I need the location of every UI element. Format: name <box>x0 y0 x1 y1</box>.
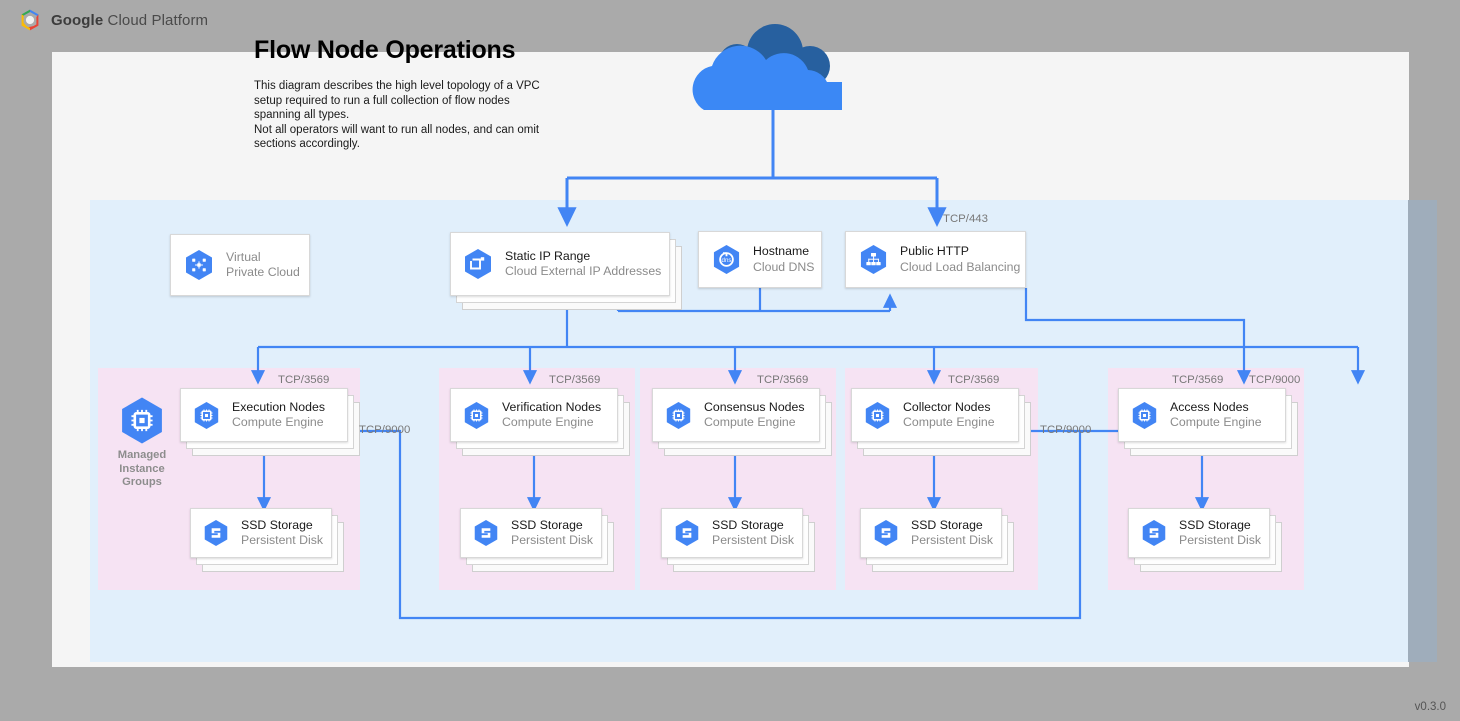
card-consensus-storage[interactable]: SSD Storage Persistent Disk <box>661 508 815 572</box>
cloud-external-ip-icon <box>465 249 491 279</box>
card-access-storage[interactable]: SSD Storage Persistent Disk <box>1128 508 1282 572</box>
compute-engine-icon <box>865 401 890 429</box>
cloud-load-balancing-icon <box>860 245 887 274</box>
persistent-disk-icon <box>874 520 898 546</box>
brand-google: Google <box>51 11 104 29</box>
card-title: SSD Storage <box>241 517 313 532</box>
card-execution-storage[interactable]: SSD Storage Persistent Disk <box>190 508 344 572</box>
card-title: Collector Nodes <box>903 399 991 414</box>
mig-label: Managed Instance Groups <box>117 449 167 488</box>
cloud-dns-icon: dns <box>713 245 740 274</box>
compute-engine-icon <box>666 401 691 429</box>
compute-engine-icon <box>194 401 219 429</box>
card-subtitle: Persistent Disk <box>712 533 795 547</box>
card-title: Consensus Nodes <box>704 399 805 414</box>
card-title: Static IP Range <box>505 248 591 263</box>
card-title: SSD Storage <box>911 517 983 532</box>
card-title: SSD Storage <box>511 517 583 532</box>
card-title: Virtual <box>226 249 261 264</box>
gcp-brand: Google Cloud Platform <box>18 8 208 32</box>
port-label-verification-in: TCP/3569 <box>549 374 601 386</box>
card-verification-storage[interactable]: SSD Storage Persistent Disk <box>460 508 614 572</box>
card-subtitle: Compute Engine <box>903 415 995 429</box>
persistent-disk-icon <box>204 520 228 546</box>
cloud-shape-icon <box>692 24 842 111</box>
card-hostname[interactable]: dns Hostname Cloud DNS <box>698 231 822 288</box>
port-label-tcp443: TCP/443 <box>943 213 988 225</box>
card-virtual-private-cloud[interactable]: Virtual Private Cloud <box>170 234 310 296</box>
card-subtitle: Compute Engine <box>232 415 324 429</box>
svg-text:dns: dns <box>722 257 732 264</box>
card-title: SSD Storage <box>712 517 784 532</box>
card-collector-storage[interactable]: SSD Storage Persistent Disk <box>860 508 1014 572</box>
compute-engine-icon <box>1132 401 1157 429</box>
version-label: v0.3.0 <box>1414 701 1446 713</box>
managed-instance-groups-icon <box>122 397 162 444</box>
card-consensus-nodes[interactable]: Consensus Nodes Compute Engine <box>652 388 832 456</box>
card-subtitle: Private Cloud <box>226 265 300 279</box>
page-description: This diagram describes the high level to… <box>254 80 540 151</box>
card-title: Hostname <box>753 244 810 259</box>
brand-label: Google Cloud Platform <box>51 12 208 29</box>
managed-instance-groups: Managed Instance Groups <box>105 396 179 490</box>
compute-engine-icon <box>464 401 489 429</box>
card-subtitle: Persistent Disk <box>511 533 594 547</box>
cloud-icon <box>682 22 864 112</box>
virtual-private-cloud-icon <box>186 250 212 280</box>
card-subtitle: Persistent Disk <box>911 533 994 547</box>
persistent-disk-icon <box>474 520 498 546</box>
card-title: SSD Storage <box>1179 517 1251 532</box>
card-access-nodes[interactable]: Access Nodes Compute Engine <box>1118 388 1298 456</box>
card-stack-layer-1 <box>652 388 820 442</box>
card-title: Public HTTP <box>900 244 970 259</box>
persistent-disk-icon <box>1142 520 1166 546</box>
card-stack-layer-1 <box>190 508 332 558</box>
port-label-access-in-9000: TCP/9000 <box>1249 374 1301 386</box>
card-subtitle: Cloud DNS <box>753 259 815 274</box>
card-execution-nodes[interactable]: Execution Nodes Compute Engine <box>180 388 360 456</box>
port-label-collector-in: TCP/3569 <box>948 374 1000 386</box>
card-title: Verification Nodes <box>502 399 602 414</box>
port-label-collector-9000: TCP/9000 <box>1040 424 1092 436</box>
persistent-disk-icon <box>675 520 699 546</box>
gcp-hexagon-logo-icon <box>21 9 39 31</box>
card-title: Access Nodes <box>1170 399 1249 414</box>
card-verification-nodes[interactable]: Verification Nodes Compute Engine <box>450 388 630 456</box>
card-subtitle: Compute Engine <box>1170 415 1262 429</box>
card-static-ip-range[interactable]: Static IP Range Cloud External IP Addres… <box>450 232 682 310</box>
port-label-consensus-in: TCP/3569 <box>757 374 809 386</box>
card-subtitle: Persistent Disk <box>1179 533 1262 547</box>
page-title: Flow Node Operations <box>254 36 516 64</box>
card-subtitle: Cloud Load Balancing <box>900 259 1021 274</box>
vertical-scrollbar[interactable] <box>1408 200 1437 662</box>
port-label-execution-9000: TCP/9000 <box>359 424 411 436</box>
port-label-execution-in: TCP/3569 <box>278 374 330 386</box>
card-subtitle: Compute Engine <box>502 415 594 429</box>
card-collector-nodes[interactable]: Collector Nodes Compute Engine <box>851 388 1031 456</box>
port-label-access-in: TCP/3569 <box>1172 374 1224 386</box>
card-subtitle: Cloud External IP Addresses <box>505 264 662 278</box>
brand-cloud-platform: Cloud Platform <box>103 11 209 29</box>
card-subtitle: Compute Engine <box>704 415 796 429</box>
card-public-http[interactable]: Public HTTP Cloud Load Balancing <box>845 231 1026 288</box>
card-subtitle: Persistent Disk <box>241 533 324 547</box>
card-title: Execution Nodes <box>232 399 325 414</box>
